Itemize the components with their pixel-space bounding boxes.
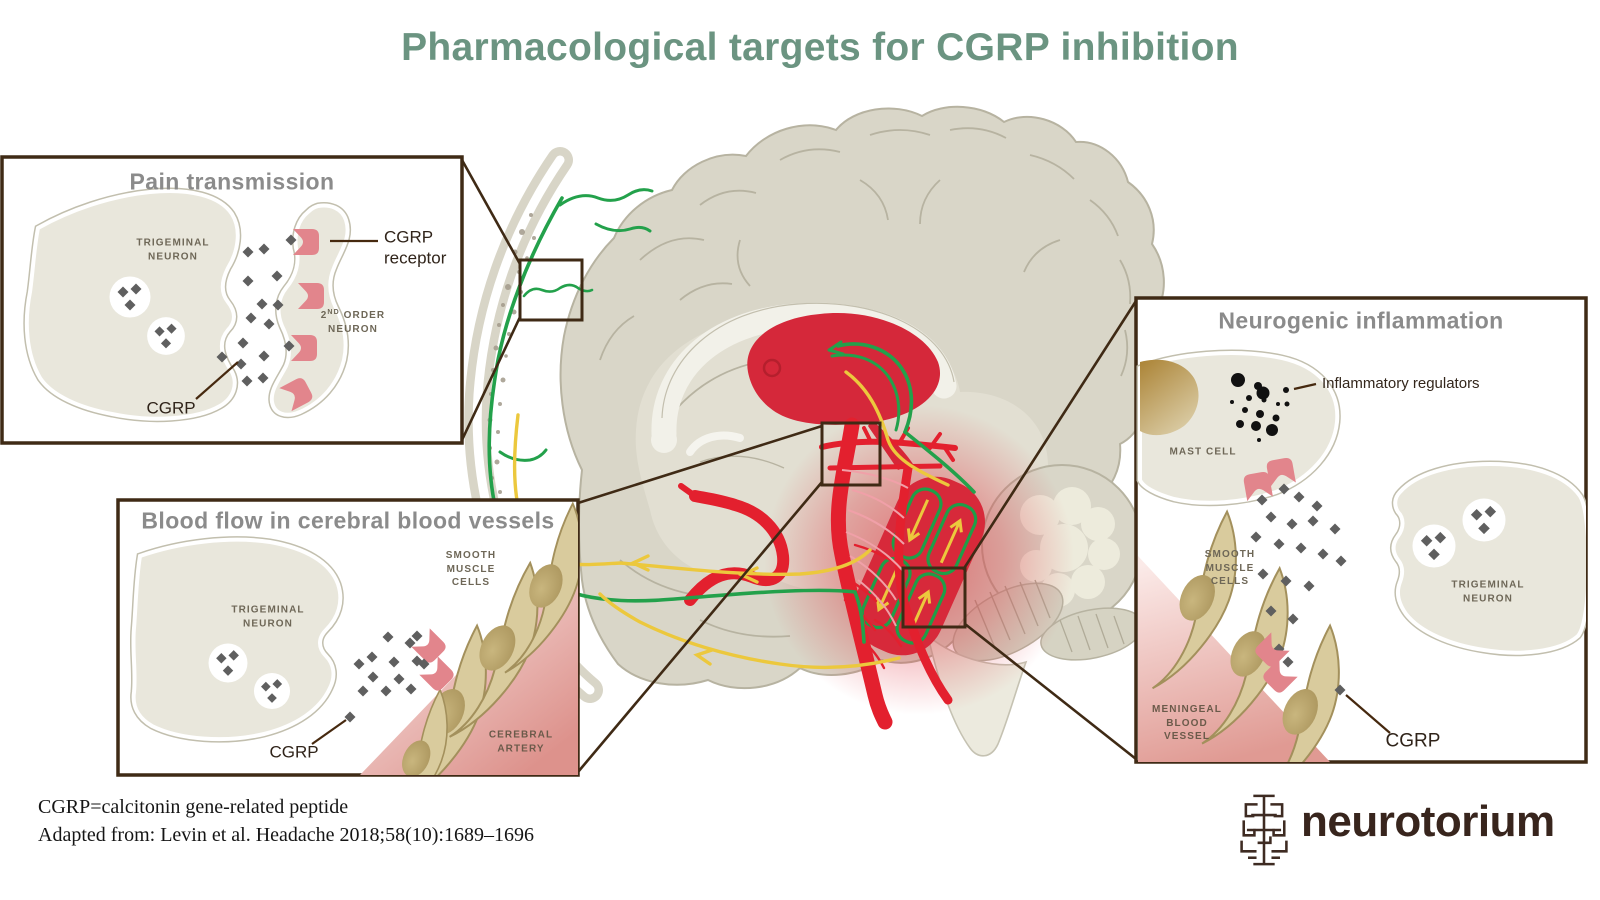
smooth-muscle-cells-label: SMOOTH MUSCLE CELLS bbox=[445, 549, 497, 588]
source-citation: Adapted from: Levin et al. Headache 2018… bbox=[38, 824, 534, 846]
zoom-box-cortex bbox=[518, 258, 584, 322]
arteries bbox=[678, 417, 958, 730]
cgrp-label: CGRP bbox=[269, 742, 319, 762]
brain-illustration bbox=[464, 105, 1165, 757]
neurogenic-inflammation-graphics bbox=[1136, 349, 1586, 762]
trigeminal-neuron-cell bbox=[1390, 460, 1586, 657]
neurotorium-logo-icon bbox=[1232, 788, 1296, 872]
cgrp-label: CGRP bbox=[1385, 730, 1441, 752]
second-order-neuron-cell bbox=[268, 202, 351, 419]
pain-transmission-graphics bbox=[23, 187, 378, 423]
vesicle bbox=[1412, 524, 1455, 567]
blood-flow-graphics bbox=[129, 502, 578, 775]
smooth-muscle-cells-label: SMOOTH MUSCLE CELLS bbox=[1204, 548, 1256, 587]
vesicle bbox=[254, 673, 290, 709]
cgrp-label: CGRP bbox=[146, 398, 196, 418]
mast-cell-label: MAST CELL bbox=[1169, 446, 1237, 458]
pain-panel-title: Pain transmission bbox=[129, 168, 335, 195]
vesicle bbox=[209, 644, 248, 683]
pointer-lines bbox=[195, 239, 378, 400]
trigeminal-neuron-label: TRIGEMINAL NEURON bbox=[231, 604, 305, 630]
pointer-lines bbox=[1293, 382, 1391, 734]
cgrp-receptor-label: CGRP receptor bbox=[384, 227, 447, 267]
inflammatory-regulators-label: Inflammatory regulators bbox=[1322, 375, 1480, 392]
vesicle bbox=[1462, 498, 1505, 541]
trigeminal-neuron-cell bbox=[23, 187, 242, 423]
neurotorium-logo-text: neurotorium bbox=[1301, 797, 1555, 846]
neurogenic-panel-title: Neurogenic inflammation bbox=[1218, 307, 1504, 334]
trigeminal-neuron-cell bbox=[129, 536, 344, 743]
connector-lines bbox=[460, 159, 1138, 773]
zoom-box-brainstem bbox=[901, 566, 967, 629]
inflammatory-regulator-dots bbox=[1230, 373, 1290, 442]
blood-flow-panel-title: Blood flow in cerebral blood vessels bbox=[141, 507, 555, 534]
cerebral-artery-label: CEREBRAL ARTERY bbox=[488, 729, 554, 755]
zoom-box-arteries bbox=[820, 421, 882, 487]
meningeal-blood-vessel-label: MENINGEAL BLOOD VESSEL bbox=[1152, 703, 1222, 742]
trigeminal-neuron-label: TRIGEMINAL NEURON bbox=[1451, 579, 1525, 605]
pointer-line bbox=[311, 719, 347, 745]
page-title: Pharmacological targets for CGRP inhibit… bbox=[401, 26, 1239, 69]
vesicle bbox=[110, 277, 151, 318]
mast-cell-granule-zone bbox=[1140, 359, 1199, 436]
trigeminal-neuron-label: TRIGEMINAL NEURON bbox=[136, 237, 210, 263]
abbreviation-note: CGRP=calcitonin gene-related peptide bbox=[38, 796, 349, 818]
vesicle bbox=[147, 317, 185, 355]
